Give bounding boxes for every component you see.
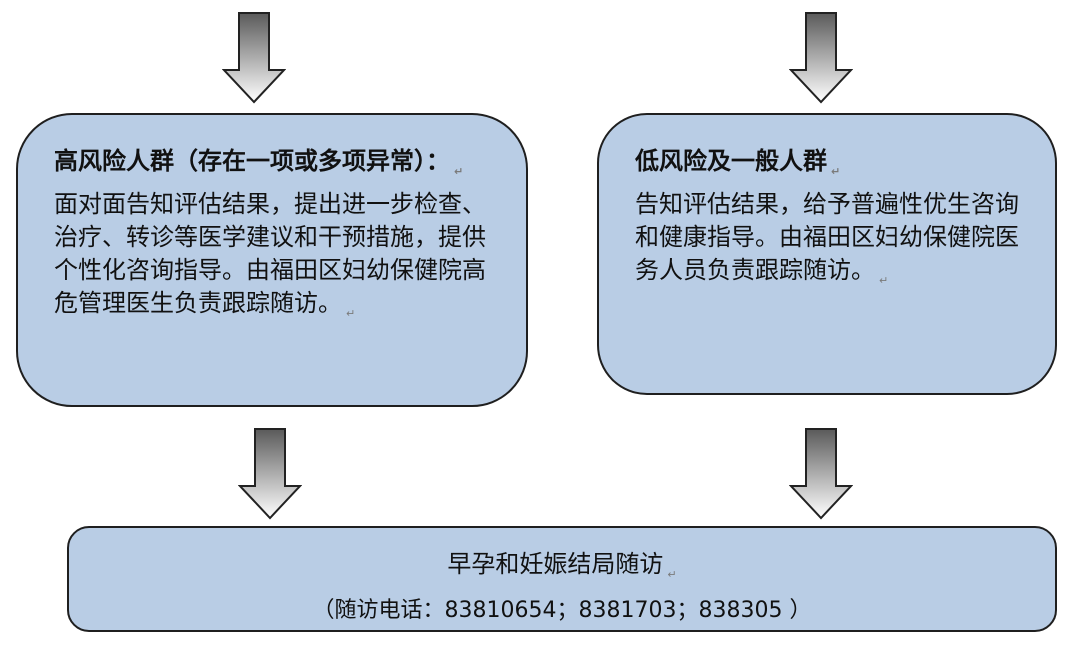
paragraph-mark-icon: ↵: [346, 307, 356, 320]
high-risk-body: 面对面告知评估结果，提出进一步检查、治疗、转诊等医学建议和干预措施，提供个性化咨…: [54, 190, 486, 320]
low-risk-body: 告知评估结果，给予普遍性优生咨询和健康指导。由福田区妇幼保健院医务人员负责跟踪随…: [635, 190, 1019, 287]
down-arrow-icon: [789, 428, 853, 520]
followup-phones: （随访电话：83810654；8381703；838305 ）: [312, 598, 812, 623]
paragraph-mark-icon: ↵: [879, 274, 889, 287]
paragraph-mark-icon: ↵: [667, 568, 677, 581]
high-risk-title: 高风险人群（存在一项或多项异常）：↵: [54, 147, 464, 178]
low-risk-title: 低风险及一般人群↵: [635, 147, 841, 178]
down-arrow-icon: [789, 12, 853, 104]
down-arrow-icon: [222, 12, 286, 104]
paragraph-mark-icon: ↵: [831, 165, 841, 178]
low-risk-box: 低风险及一般人群↵ 告知评估结果，给予普遍性优生咨询和健康指导。由福田区妇幼保健…: [597, 113, 1057, 395]
paragraph-mark-icon: ↵: [454, 165, 464, 178]
followup-box: 早孕和妊娠结局随访↵ （随访电话：83810654；8381703；838305…: [67, 526, 1057, 632]
high-risk-box: 高风险人群（存在一项或多项异常）：↵ 面对面告知评估结果，提出进一步检查、治疗、…: [16, 113, 528, 407]
followup-title: 早孕和妊娠结局随访↵: [447, 550, 677, 581]
down-arrow-icon: [238, 428, 302, 520]
